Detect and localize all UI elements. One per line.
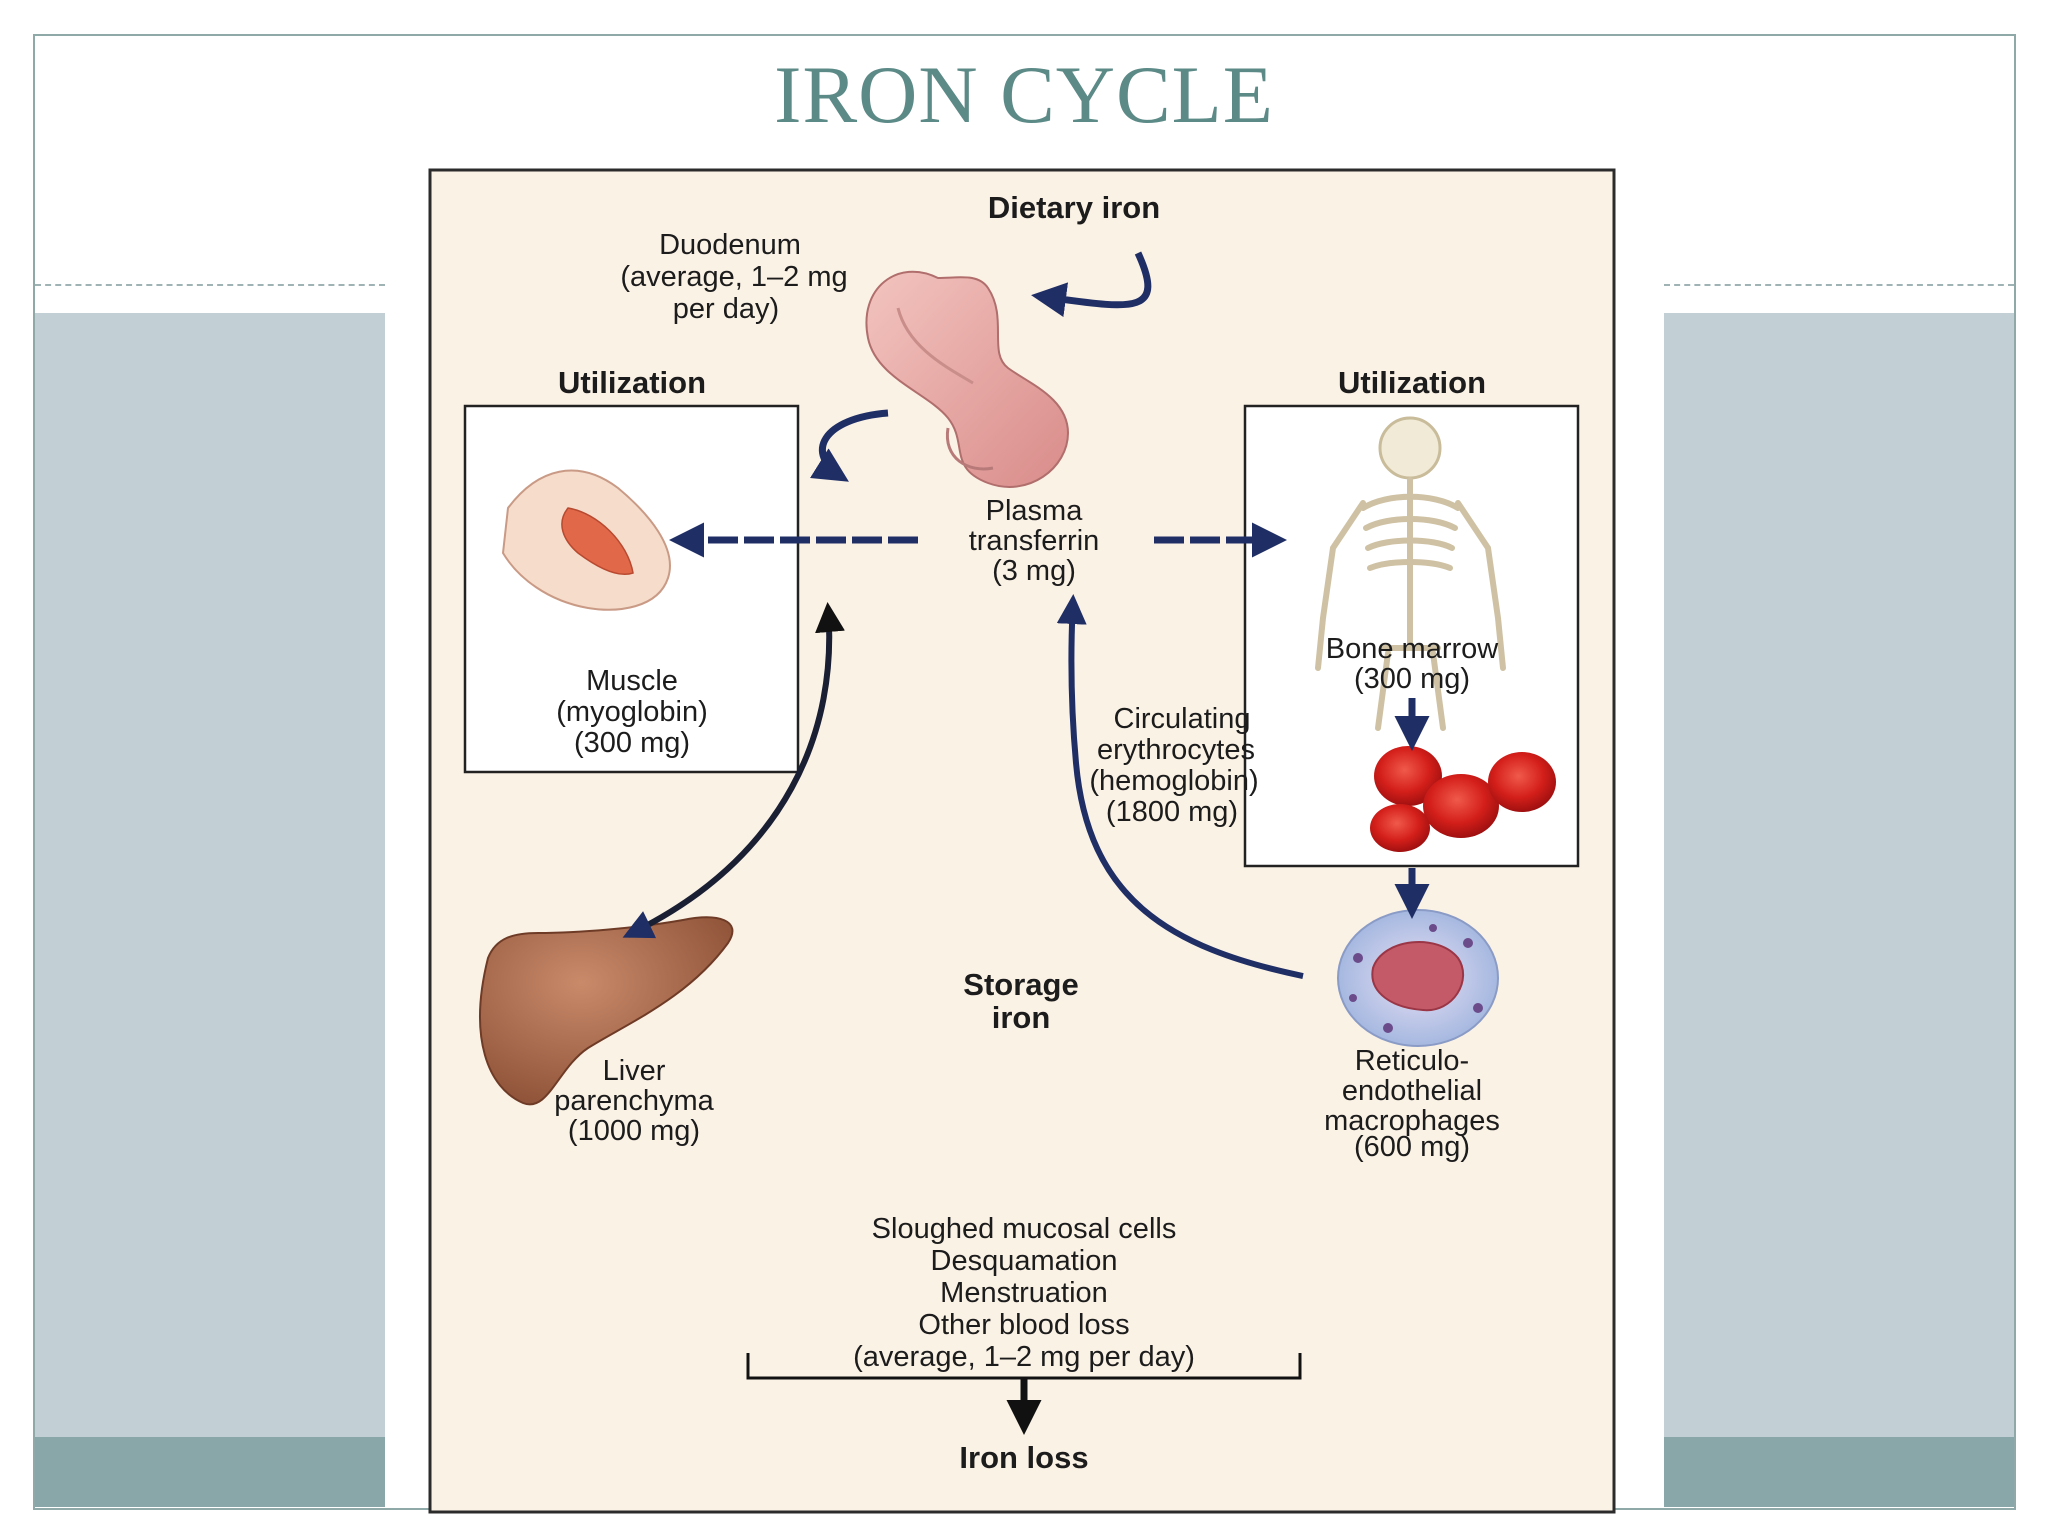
erythrocytes-line-2: erythrocytes [1097,734,1255,766]
iron-loss-label: Iron loss [959,1440,1088,1475]
utilization-left-label: Utilization [558,365,706,400]
macrophage-illustration [1337,909,1499,1047]
storage-iron-label: Storage iron [963,967,1078,1035]
muscle-label: Muscle (myoglobin) (300 mg) [556,665,708,759]
losses-line-4: Other blood loss [918,1309,1129,1341]
macrophages-line-1: Reticulo- [1355,1045,1469,1077]
muscle-line-1: Muscle [586,665,678,697]
erythrocytes-label: Circulating erythrocytes (hemoglobin) (1… [1089,703,1258,828]
macrophages-label: Reticulo- endothelial macrophages (600 m… [1324,1045,1500,1163]
bone-marrow-label: Bone marrow (300 mg) [1326,633,1500,695]
macrophages-line-3: macrophages [1324,1105,1500,1137]
dietary-iron-label: Dietary iron [988,190,1160,225]
losses-line-1: Sloughed mucosal cells [872,1213,1177,1245]
side-band-left [35,313,385,1437]
duodenum-illustration [865,270,1070,488]
losses-label: Sloughed mucosal cells Desquamation Mens… [853,1213,1195,1373]
duodenum-to-plasma-arrow [809,409,889,482]
losses-line-3: Menstruation [940,1277,1108,1309]
losses-line-2: Desquamation [931,1245,1118,1277]
bone-marrow-line-2: (300 mg) [1354,663,1470,695]
liver-line-3: (1000 mg) [568,1115,700,1147]
losses-line-5: (average, 1–2 mg per day) [853,1341,1195,1373]
side-band-right [1664,313,2014,1437]
macrophage-to-plasma-arrow [1056,594,1304,979]
erythrocytes-line-1: Circulating [1114,703,1251,735]
bone-marrow-line-1: Bone marrow [1326,633,1500,665]
slide-title: IRON CYCLE [774,49,1274,140]
macrophages-line-2: endothelial [1342,1075,1482,1107]
divider-left [35,284,385,286]
duodenum-line-2: (average, 1–2 mg [620,261,847,293]
duodenum-label: Duodenum (average, 1–2 mg per day) [620,229,847,325]
iron-cycle-diagram: Dietary iron Duodenum (average, 1–2 mg p… [428,168,1616,1514]
dietary-intake-arrow [1031,251,1152,318]
muscle-line-2: (myoglobin) [556,696,708,728]
muscle-line-3: (300 mg) [574,727,690,759]
utilization-right-label: Utilization [1338,365,1486,400]
footer-band-left [35,1437,385,1507]
erythrocytes-line-3: (hemoglobin) [1089,765,1258,797]
plasma-line-3: (3 mg) [992,555,1076,587]
footer-band-right [1664,1437,2014,1507]
plasma-line-2: transferrin [969,525,1100,557]
liver-line-1: Liver [603,1055,666,1087]
erythrocytes-illustration [1370,746,1556,852]
liver-to-plasma-arrow [622,602,845,939]
duodenum-line-1: Duodenum [659,229,801,261]
liver-line-2: parenchyma [554,1085,714,1117]
divider-right [1664,284,2014,286]
macrophages-line-4: (600 mg) [1354,1131,1470,1163]
bone-marrow-illustration [1315,416,1506,731]
storage-line-1: Storage [963,967,1078,1002]
storage-line-2: iron [992,1000,1051,1035]
erythrocytes-line-4: (1800 mg) [1106,796,1238,828]
duodenum-line-3: per day) [673,293,779,325]
liver-label: Liver parenchyma (1000 mg) [554,1055,714,1147]
plasma-line-1: Plasma [986,495,1084,527]
plasma-transferrin-label: Plasma transferrin (3 mg) [969,495,1100,587]
muscle-illustration [501,469,671,611]
liver-illustration [479,916,734,1106]
